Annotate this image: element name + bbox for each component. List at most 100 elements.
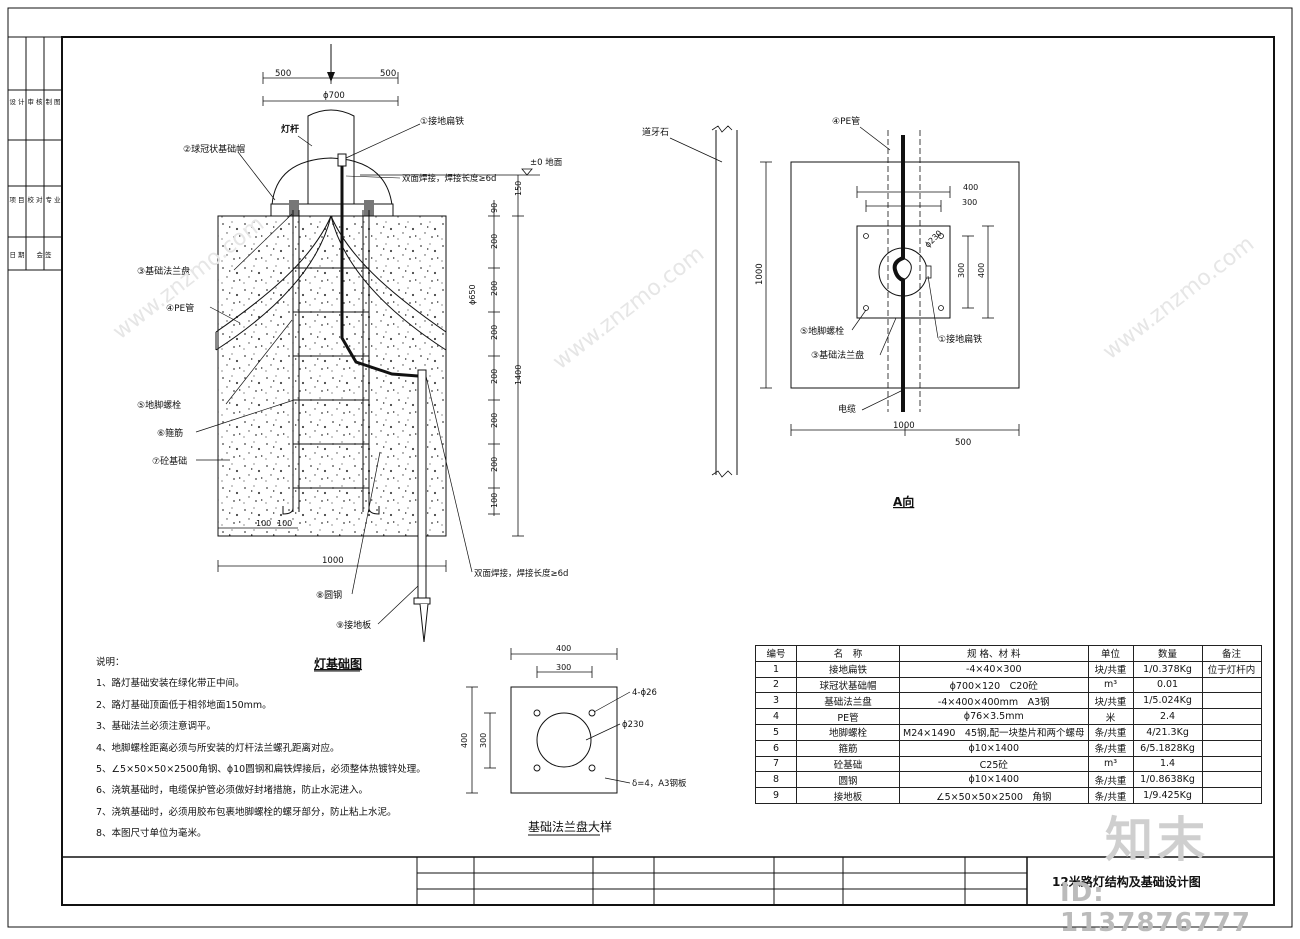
view-a-title: A向 [893, 494, 914, 509]
note-item: 2、路灯基础顶面低于相邻地面150mm。 [96, 699, 272, 711]
view-a-plan: 道牙石 1000 ④PE管 400 300 ϕ230 [642, 115, 1020, 509]
dim-90: 90 [490, 203, 499, 213]
callout-8: ⑧圆钢 [316, 589, 342, 601]
view-a-label-3: ③基础法兰盘 [811, 349, 864, 361]
dim-500: 500 [955, 438, 971, 448]
bom-cell: 1.4 [1132, 755, 1203, 773]
dim-500-right: 500 [380, 69, 396, 79]
note-item: 7、浇筑基础时，必须用胶布包裹地脚螺栓的螺牙部分，防止粘上水泥。 [96, 806, 397, 818]
side-strip [8, 36, 62, 271]
foundation-title: 灯基础图 [314, 656, 362, 671]
dim-400: 400 [963, 183, 978, 192]
dim-200: 200 [490, 234, 499, 249]
bom-cell: 块/共重 [1087, 692, 1134, 710]
bom-cell: 7 [755, 755, 797, 773]
watermark-url: www.znzmo.com [548, 241, 709, 374]
bom-cell: 6 [755, 739, 797, 757]
curb-label: 道牙石 [642, 126, 669, 138]
callout-5: ⑤地脚螺栓 [137, 399, 181, 411]
flange-detail: 400 300 4-ϕ26 ϕ230 δ=4，A3钢板 400 300 基础法兰… [460, 644, 687, 836]
view-a-label-1: ①接地扁铁 [938, 333, 982, 345]
bom-cell: ϕ76×3.5mm [899, 708, 1089, 725]
dim-200: 200 [490, 369, 499, 384]
callout-3: ③基础法兰盘 [137, 265, 190, 277]
bom-cell: -4×40×300 [899, 660, 1089, 678]
callout-4: ④PE管 [166, 302, 194, 314]
strip-text: 设 计 [9, 97, 25, 106]
bom-cell: 4 [755, 708, 797, 725]
dim-1000-horizontal: 1000 [893, 421, 915, 431]
dim-bottom-100: 100 [277, 519, 292, 528]
bom-header: 编号 名 称 规 格、材 料 单位 数量 备注 [755, 645, 1262, 662]
bom-cell: ∠5×50×50×2500 角钢 [899, 787, 1089, 804]
bom-col-name: 名 称 [796, 645, 900, 662]
watermark-id: ID: 1137876777 [1060, 878, 1251, 938]
bom-cell [1201, 787, 1262, 804]
bom-cell: 4/21.3Kg [1132, 723, 1203, 741]
flange-phi230: ϕ230 [622, 720, 644, 730]
bom-cell: 0.01 [1132, 676, 1203, 694]
bom-cell: 条/共重 [1087, 771, 1134, 789]
bom-cell: 米 [1087, 708, 1134, 725]
dim-200: 200 [490, 281, 499, 296]
bom-cell: 接地扁铁 [796, 660, 900, 678]
callout-1: ①接地扁铁 [420, 115, 464, 127]
bom-cell: 球冠状基础帽 [796, 676, 900, 694]
callout-2: ②球冠状基础帽 [183, 143, 245, 155]
flange-holes: 4-ϕ26 [632, 688, 657, 698]
dim-500-left: 500 [275, 69, 291, 79]
bom-col-spec: 规 格、材 料 [899, 645, 1089, 662]
bom-col-note: 备注 [1201, 645, 1262, 662]
bom-cell [1201, 708, 1262, 725]
watermark-brand: 知末 [1105, 812, 1210, 868]
bom-cell [1201, 723, 1262, 741]
weld-note-top: 双面焊接，焊接长度≥6d [402, 173, 496, 184]
bom-cell: 2 [755, 676, 797, 694]
flange-dim-400-vertical: 400 [460, 733, 469, 748]
dim-200: 200 [490, 413, 499, 428]
bom-col-qty: 数量 [1132, 645, 1203, 662]
bom-cell: 条/共重 [1087, 739, 1134, 757]
bom-cell: 圆钢 [796, 771, 900, 789]
cable-label: 电缆 [838, 403, 856, 415]
bom-cell: -4×400×400mm A3钢 [899, 692, 1089, 710]
bom-cell: ϕ10×1400 [899, 739, 1089, 757]
bom-col-unit: 单位 [1087, 645, 1134, 662]
dim-300-vertical: 300 [957, 263, 966, 278]
dim-bottom-100: 100 [256, 519, 271, 528]
bom-cell: 条/共重 [1087, 787, 1134, 804]
dim-1000-vertical: 1000 [755, 263, 765, 285]
flange-plate: δ=4，A3钢板 [632, 778, 687, 789]
bom-cell: 条/共重 [1087, 723, 1134, 741]
bom-cell: ϕ10×1400 [899, 771, 1089, 789]
bom-cell: m³ [1087, 676, 1134, 694]
outer-frame [7, 7, 1293, 928]
bom-cell: 1 [755, 660, 797, 678]
bom-cell: 9 [755, 787, 797, 804]
weld-note-bottom: 双面焊接，焊接长度≥6d [474, 568, 568, 579]
callout-7: ⑦砼基础 [152, 455, 187, 467]
note-item: 6、浇筑基础时，电缆保护管必须做好封堵措施，防止水泥进入。 [96, 785, 369, 797]
bom-cell [1201, 755, 1262, 773]
foundation-section: 500 500 ϕ700 灯杆 [137, 44, 568, 672]
bom-cell: C25砼 [899, 755, 1089, 773]
dim-100: 100 [490, 493, 499, 508]
notes-heading: 说明： [96, 657, 125, 668]
note-item: 1、路灯基础安装在绿化带正中间。 [96, 678, 245, 690]
strip-text: 项 目 [9, 196, 24, 204]
bom-cell [1201, 771, 1262, 789]
bom-cell: 地脚螺栓 [796, 723, 900, 741]
note-item: 5、∠5×50×50×2500角钢、ϕ10圆钢和扁铁焊接后，必须整体热镀锌处理。 [96, 764, 426, 776]
bom-cell [1201, 739, 1262, 757]
bom-cell: 块/共重 [1087, 660, 1134, 678]
title-block [62, 856, 1274, 905]
